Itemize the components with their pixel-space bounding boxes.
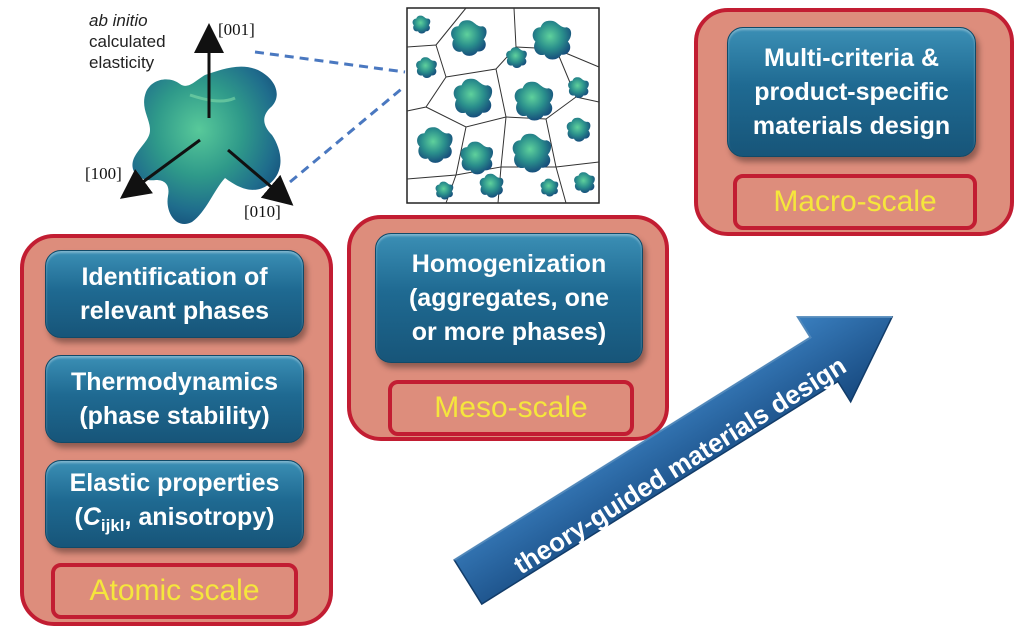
elastic-line2-rest: , anisotropy): [124, 502, 275, 531]
elastic-line1: Elastic properties: [69, 468, 280, 497]
note-elasticity: elasticity: [89, 53, 155, 72]
identification-line1: Identification of: [81, 263, 268, 291]
axis-001-label: [001]: [218, 20, 255, 39]
multi-criteria-line2: product-specific: [754, 78, 949, 106]
elastic-c-symbol: C: [82, 502, 101, 531]
atomic-scale-label: Atomic scale: [51, 563, 298, 619]
homogenization-line3: or more phases): [411, 318, 607, 346]
axis-010-label: [010]: [244, 202, 281, 221]
elasticity-note: ab initio calculated elasticity: [89, 10, 166, 73]
multi-criteria-line3: materials design: [752, 112, 951, 140]
thermodynamics-box: Thermodynamics (phase stability): [45, 355, 304, 443]
elastic-ijkl-subscript: ijkl: [100, 515, 125, 535]
theory-guided-arrow: [453, 316, 894, 606]
macro-scale-label: Macro-scale: [733, 174, 977, 230]
identification-phases-box: Identification of relevant phases: [45, 250, 304, 338]
multi-criteria-line1: Multi-criteria &: [763, 44, 940, 72]
thermodynamics-line2: (phase stability): [79, 402, 270, 430]
elasticity-surface-illustration: [119, 23, 406, 224]
polycrystal-grain-illustration: [406, 7, 600, 204]
identification-line2: relevant phases: [80, 297, 269, 325]
elastic-properties-box: Elastic properties (Cijkl, anisotropy): [45, 460, 304, 548]
homogenization-line2: (aggregates, one: [408, 284, 610, 312]
elastic-line2: (Cijkl, anisotropy): [74, 502, 275, 535]
axis-100-label: [100]: [85, 164, 122, 183]
thermodynamics-line1: Thermodynamics: [70, 368, 278, 396]
note-calculated: calculated: [89, 32, 166, 51]
elastic-surface-shape: [132, 66, 281, 224]
note-ab-initio: ab initio: [89, 11, 148, 30]
homogenization-box: Homogenization (aggregates, one or more …: [375, 233, 643, 363]
multi-criteria-box: Multi-criteria & product-specific materi…: [727, 27, 976, 157]
meso-scale-label: Meso-scale: [388, 380, 634, 436]
homogenization-line1: Homogenization: [411, 250, 607, 278]
